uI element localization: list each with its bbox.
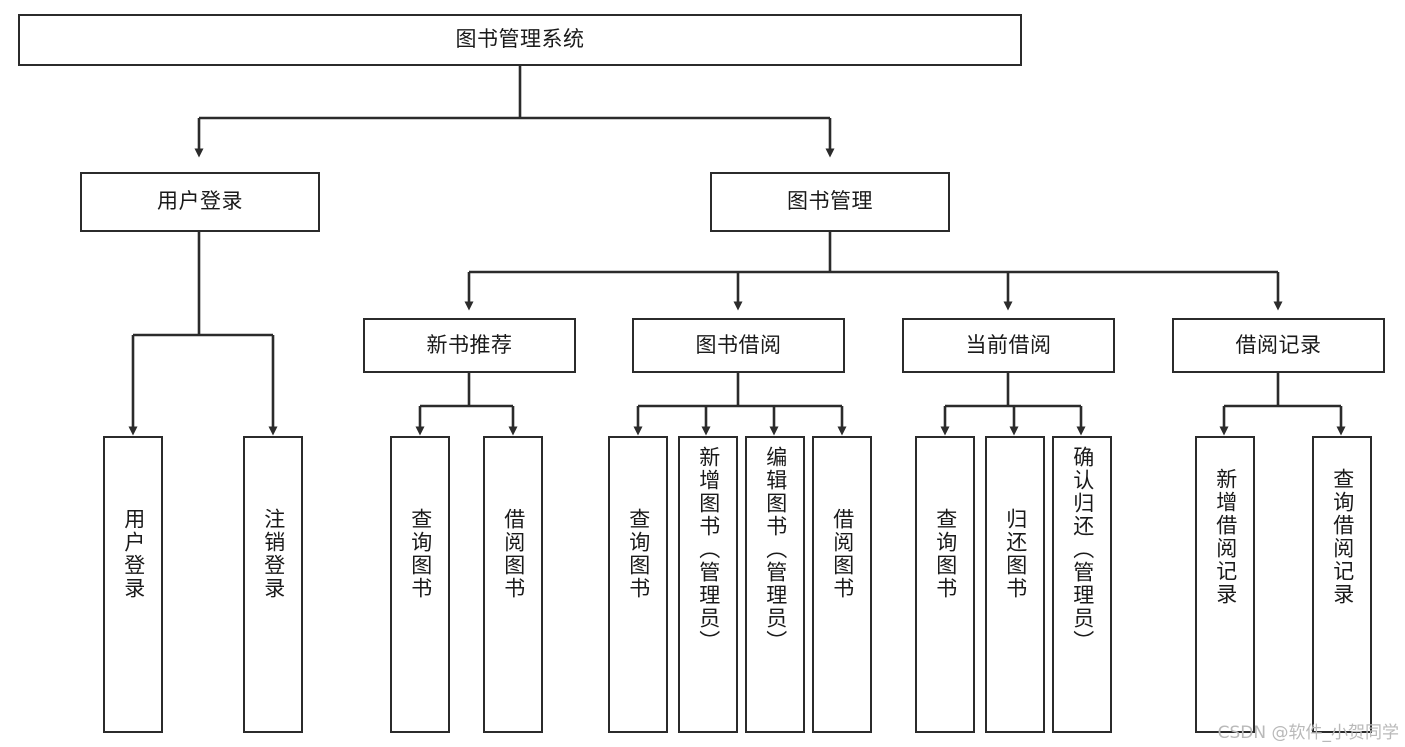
node-leaf-query-borrow-record[interactable]: 查询借阅记录 (1312, 436, 1372, 733)
node-label: 确认归还（管理员） (1070, 446, 1095, 653)
node-label: 用户登录 (157, 189, 243, 214)
node-leaf-query-book-current[interactable]: 查询图书 (915, 436, 975, 733)
node-label: 新增图书（管理员） (696, 446, 721, 653)
node-book-borrow[interactable]: 图书借阅 (632, 318, 845, 373)
node-label: 查询图书 (626, 508, 651, 600)
node-leaf-add-borrow-record[interactable]: 新增借阅记录 (1195, 436, 1255, 733)
node-label: 图书管理系统 (455, 27, 585, 52)
node-label: 图书借阅 (695, 332, 782, 357)
node-label: 借阅图书 (501, 508, 526, 600)
node-leaf-confirm-return-admin[interactable]: 确认归还（管理员） (1052, 436, 1112, 733)
node-label: 查询借阅记录 (1330, 468, 1355, 606)
node-leaf-logout[interactable]: 注销登录 (243, 436, 303, 733)
node-label: 查询图书 (933, 508, 958, 600)
node-label: 图书管理 (787, 189, 873, 214)
node-label: 新增借阅记录 (1213, 468, 1238, 606)
node-label: 当前借阅 (965, 332, 1052, 357)
node-label: 新书推荐 (426, 332, 513, 357)
node-label: 查询图书 (408, 508, 433, 600)
node-leaf-return-book[interactable]: 归还图书 (985, 436, 1045, 733)
node-leaf-query-book-borrow[interactable]: 查询图书 (608, 436, 668, 733)
node-leaf-edit-book-admin[interactable]: 编辑图书（管理员） (745, 436, 805, 733)
node-label: 借阅图书 (830, 508, 855, 600)
node-label: 借阅记录 (1235, 332, 1322, 357)
node-leaf-add-book-admin[interactable]: 新增图书（管理员） (678, 436, 738, 733)
node-new-book-recommend[interactable]: 新书推荐 (363, 318, 576, 373)
node-leaf-borrow-book-new[interactable]: 借阅图书 (483, 436, 543, 733)
node-root-system[interactable]: 图书管理系统 (18, 14, 1022, 66)
node-book-manage[interactable]: 图书管理 (710, 172, 950, 232)
node-leaf-user-login[interactable]: 用户登录 (103, 436, 163, 733)
node-current-borrow[interactable]: 当前借阅 (902, 318, 1115, 373)
node-label: 归还图书 (1003, 508, 1028, 600)
node-borrow-record[interactable]: 借阅记录 (1172, 318, 1385, 373)
node-leaf-query-book-new[interactable]: 查询图书 (390, 436, 450, 733)
node-label: 用户登录 (121, 508, 146, 600)
node-leaf-borrow-book[interactable]: 借阅图书 (812, 436, 872, 733)
node-label: 编辑图书（管理员） (763, 446, 788, 653)
node-user-login[interactable]: 用户登录 (80, 172, 320, 232)
node-label: 注销登录 (261, 508, 286, 600)
